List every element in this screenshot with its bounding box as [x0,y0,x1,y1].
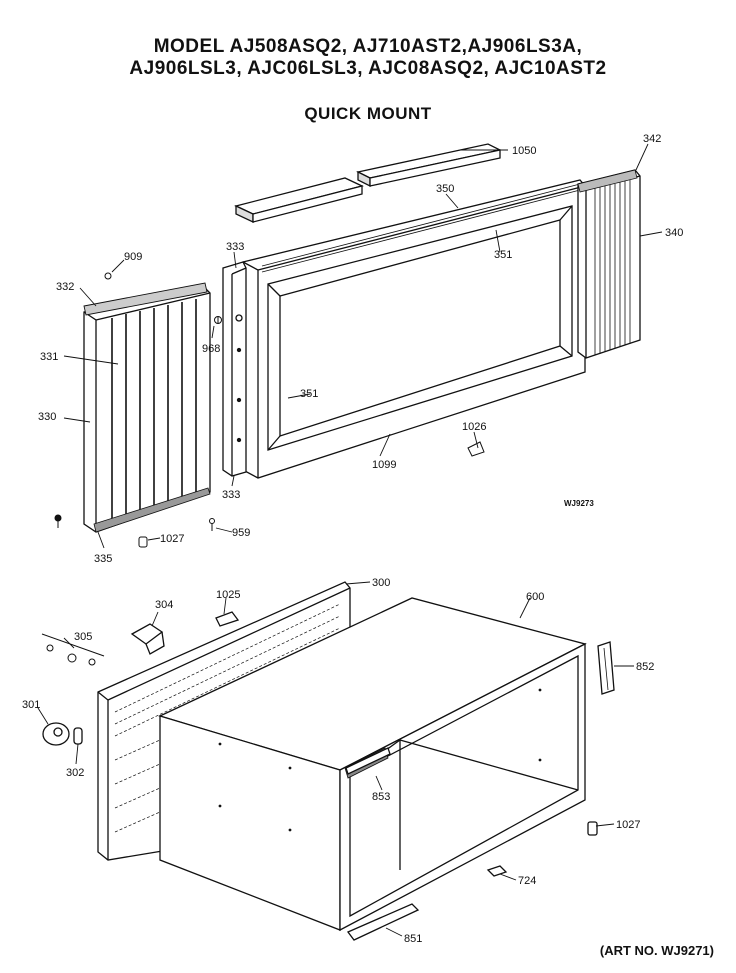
label-301: 301 [22,699,40,711]
label-330: 330 [38,411,56,423]
bracket-304 [130,623,165,655]
label-302: 302 [66,767,84,779]
drawing-code: WJ9273 [564,499,594,508]
label-351-left: 351 [300,388,318,400]
label-959: 959 [232,527,250,539]
label-335: 335 [94,553,112,565]
label-909: 909 [124,251,142,263]
bracket-853 [345,747,391,775]
label-333-top: 333 [226,241,244,253]
label-304: 304 [155,599,173,611]
clip-1027-bottom [587,821,598,836]
clip-724 [486,865,508,877]
label-332: 332 [56,281,74,293]
label-351-top: 351 [494,249,512,261]
label-968: 968 [202,343,220,355]
bracket-852 [597,641,615,695]
knob-302 [73,727,83,745]
label-331: 331 [40,351,58,363]
label-1027-top: 1027 [160,533,184,545]
label-724: 724 [518,875,536,887]
label-1099: 1099 [372,459,396,471]
label-350: 350 [436,183,454,195]
label-853: 853 [372,791,390,803]
knob-assembly-305 [41,633,105,666]
side-curtain-330 [83,282,211,533]
cabinet-600 [158,597,587,932]
label-333-bottom: 333 [222,489,240,501]
knob-301 [42,722,70,746]
label-1025: 1025 [216,589,240,601]
window-frame-350 [242,179,586,479]
label-342: 342 [643,133,661,145]
label-1026: 1026 [462,421,486,433]
label-851: 851 [404,933,422,945]
label-340: 340 [665,227,683,239]
bracket-333 [222,261,247,477]
section-title: QUICK MOUNT [304,104,432,123]
clip-1025 [215,611,240,627]
art-number: (ART NO. WJ9271) [599,943,714,958]
model-line-1: MODEL AJ508ASQ2, AJ710AST2,AJ906LS3A, [153,36,583,57]
rail-851 [346,903,420,941]
side-curtain-340 [577,169,641,359]
label-1027-bottom: 1027 [616,819,640,831]
label-1050: 1050 [512,145,536,157]
label-305: 305 [74,631,92,643]
label-300: 300 [372,577,390,589]
label-852: 852 [636,661,654,673]
screws [54,272,485,548]
leader-lines [37,143,663,937]
label-600: 600 [526,591,544,603]
model-line-2: AJ906LSL3, AJC06LSL3, AJC08ASQ2, AJC10AS… [129,58,607,79]
